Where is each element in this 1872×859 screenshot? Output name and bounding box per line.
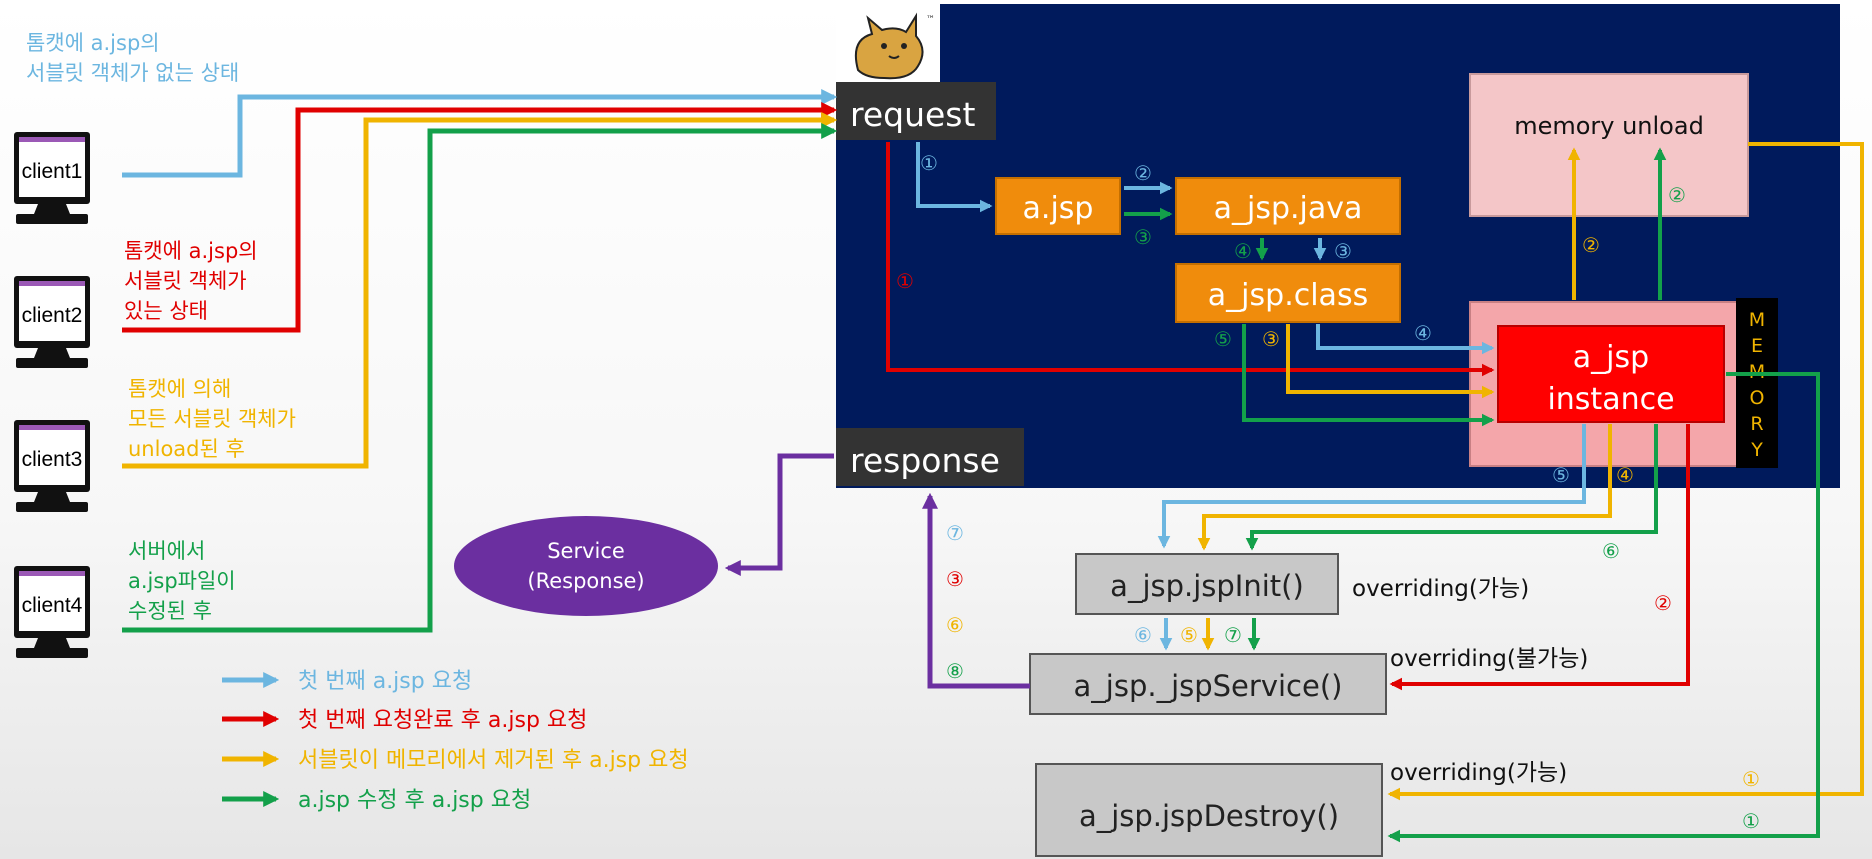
blue-flow <box>916 142 1586 651</box>
legend-item-yellow: 서블릿이 메모리에서 제거된 후 a.jsp 요청 <box>298 748 689 773</box>
svg-text:⑥: ⑥ <box>946 613 964 637</box>
client2-computer: client2 <box>14 276 90 368</box>
svg-text:④: ④ <box>1414 321 1432 345</box>
svg-text:①: ① <box>920 151 938 175</box>
memory-unload-label: memory unload <box>1514 112 1704 140</box>
overriding-destroy: overriding(가능) <box>1390 760 1567 786</box>
client3-label: client3 <box>22 448 83 471</box>
client2-request-line <box>122 101 838 333</box>
tomcat-logo: ™ <box>836 4 940 84</box>
svg-text:②: ② <box>1668 183 1686 207</box>
svg-text:⑦: ⑦ <box>1224 623 1242 647</box>
svg-text:③: ③ <box>1262 327 1280 351</box>
a-jsp-java-label: a_jsp.java <box>1214 191 1363 226</box>
instance-label-line1: a_jsp <box>1573 340 1649 375</box>
svg-text:⑥: ⑥ <box>1602 539 1620 563</box>
memory-unload-box <box>1469 73 1749 217</box>
client1-computer: client1 <box>14 132 90 224</box>
svg-text:E: E <box>1751 335 1763 357</box>
svg-text:④: ④ <box>1234 239 1252 263</box>
svg-text:O: O <box>1750 387 1765 409</box>
a-jsp-box <box>995 177 1121 235</box>
instance-label-line2: instance <box>1547 382 1674 417</box>
a-jsp-class-label: a_jsp.class <box>1208 278 1368 313</box>
request-label: request <box>850 95 976 134</box>
client3-request-line <box>122 111 838 469</box>
svg-text:③: ③ <box>1334 239 1352 263</box>
red-flow <box>886 142 1690 691</box>
a-jsp-class-box <box>1175 263 1401 323</box>
legend-item-green: a.jsp 수정 후 a.jsp 요청 <box>298 788 531 813</box>
svg-text:①: ① <box>1742 767 1760 791</box>
jsp-destroy-label: a_jsp.jspDestroy() <box>1079 799 1339 833</box>
svg-text:⑤: ⑤ <box>1180 623 1198 647</box>
client2-label: client2 <box>22 304 83 327</box>
memory-vertical-text: M E M O R Y <box>1749 309 1765 461</box>
jsp-init-box <box>1075 553 1339 615</box>
green-flow <box>1124 147 1820 843</box>
svg-text:M: M <box>1749 309 1765 331</box>
client4-note: 서버에서 a.jsp파일이 수정된 후 <box>128 539 236 623</box>
client4-label: client4 <box>22 594 83 617</box>
yellow-flow <box>1197 142 1864 801</box>
jsp-init-label: a_jsp.jspInit() <box>1110 569 1304 603</box>
client1-note: 톰캣에 a.jsp의 서블릿 객체가 없는 상태 <box>26 31 240 85</box>
svg-text:⑤: ⑤ <box>1214 327 1232 351</box>
svg-text:③: ③ <box>1134 225 1152 249</box>
svg-text:②: ② <box>1134 161 1152 185</box>
client3-note: 톰캣에 의해 모든 서블릿 객체가 unload된 후 <box>128 377 296 461</box>
svg-text:⑥: ⑥ <box>1134 623 1152 647</box>
memory-tag <box>1736 298 1778 468</box>
service-label-line2: (Response) <box>527 569 644 593</box>
svg-text:①: ① <box>1742 809 1760 833</box>
svg-text:④: ④ <box>1616 463 1634 487</box>
svg-text:⑧: ⑧ <box>946 659 964 683</box>
client2-note: 톰캣에 a.jsp의 서블릿 객체가 있는 상태 <box>124 239 258 323</box>
request-label-box <box>836 82 996 140</box>
response-label: response <box>850 441 1000 480</box>
overriding-init: overriding(가능) <box>1352 576 1529 602</box>
overriding-service: overriding(불가능) <box>1390 646 1588 672</box>
svg-text:③: ③ <box>946 567 964 591</box>
service-label-line1: Service <box>547 539 625 563</box>
svg-text:™: ™ <box>926 15 935 25</box>
step-numbers: ① ② ③ ④ ⑤ ⑥ ⑦ ① ② ③ ① ② ③ ④ ⑤ ⑥ ① ② ③ ④ … <box>896 151 1760 833</box>
response-label-box <box>836 428 1024 486</box>
client3-computer: client3 <box>14 420 90 512</box>
svg-text:②: ② <box>1582 233 1600 257</box>
instance-box <box>1497 325 1725 423</box>
jsp-service-label: a_jsp._jspService() <box>1074 669 1343 703</box>
a-jsp-label: a.jsp <box>1023 191 1094 226</box>
svg-text:②: ② <box>1654 591 1672 615</box>
client4-computer: client4 <box>14 566 90 658</box>
client1-label: client1 <box>22 160 83 183</box>
legend-item-red: 첫 번째 요청완료 후 a.jsp 요청 <box>298 708 587 733</box>
svg-text:R: R <box>1750 413 1763 435</box>
svg-text:⑦: ⑦ <box>946 521 964 545</box>
service-ellipse <box>454 516 718 616</box>
jsp-destroy-box <box>1035 763 1383 857</box>
client1-request-line <box>122 88 838 178</box>
legend: 첫 번째 a.jsp 요청 첫 번째 요청완료 후 a.jsp 요청 서블릿이 … <box>222 669 689 813</box>
svg-text:Y: Y <box>1750 439 1763 461</box>
legend-item-blue: 첫 번째 a.jsp 요청 <box>298 669 472 694</box>
purple-flow <box>724 453 1030 689</box>
svg-text:⑤: ⑤ <box>1552 463 1570 487</box>
client4-request-line <box>122 122 838 633</box>
svg-text:①: ① <box>896 269 914 293</box>
jsp-service-box <box>1029 653 1387 715</box>
a-jsp-java-box <box>1175 177 1401 235</box>
